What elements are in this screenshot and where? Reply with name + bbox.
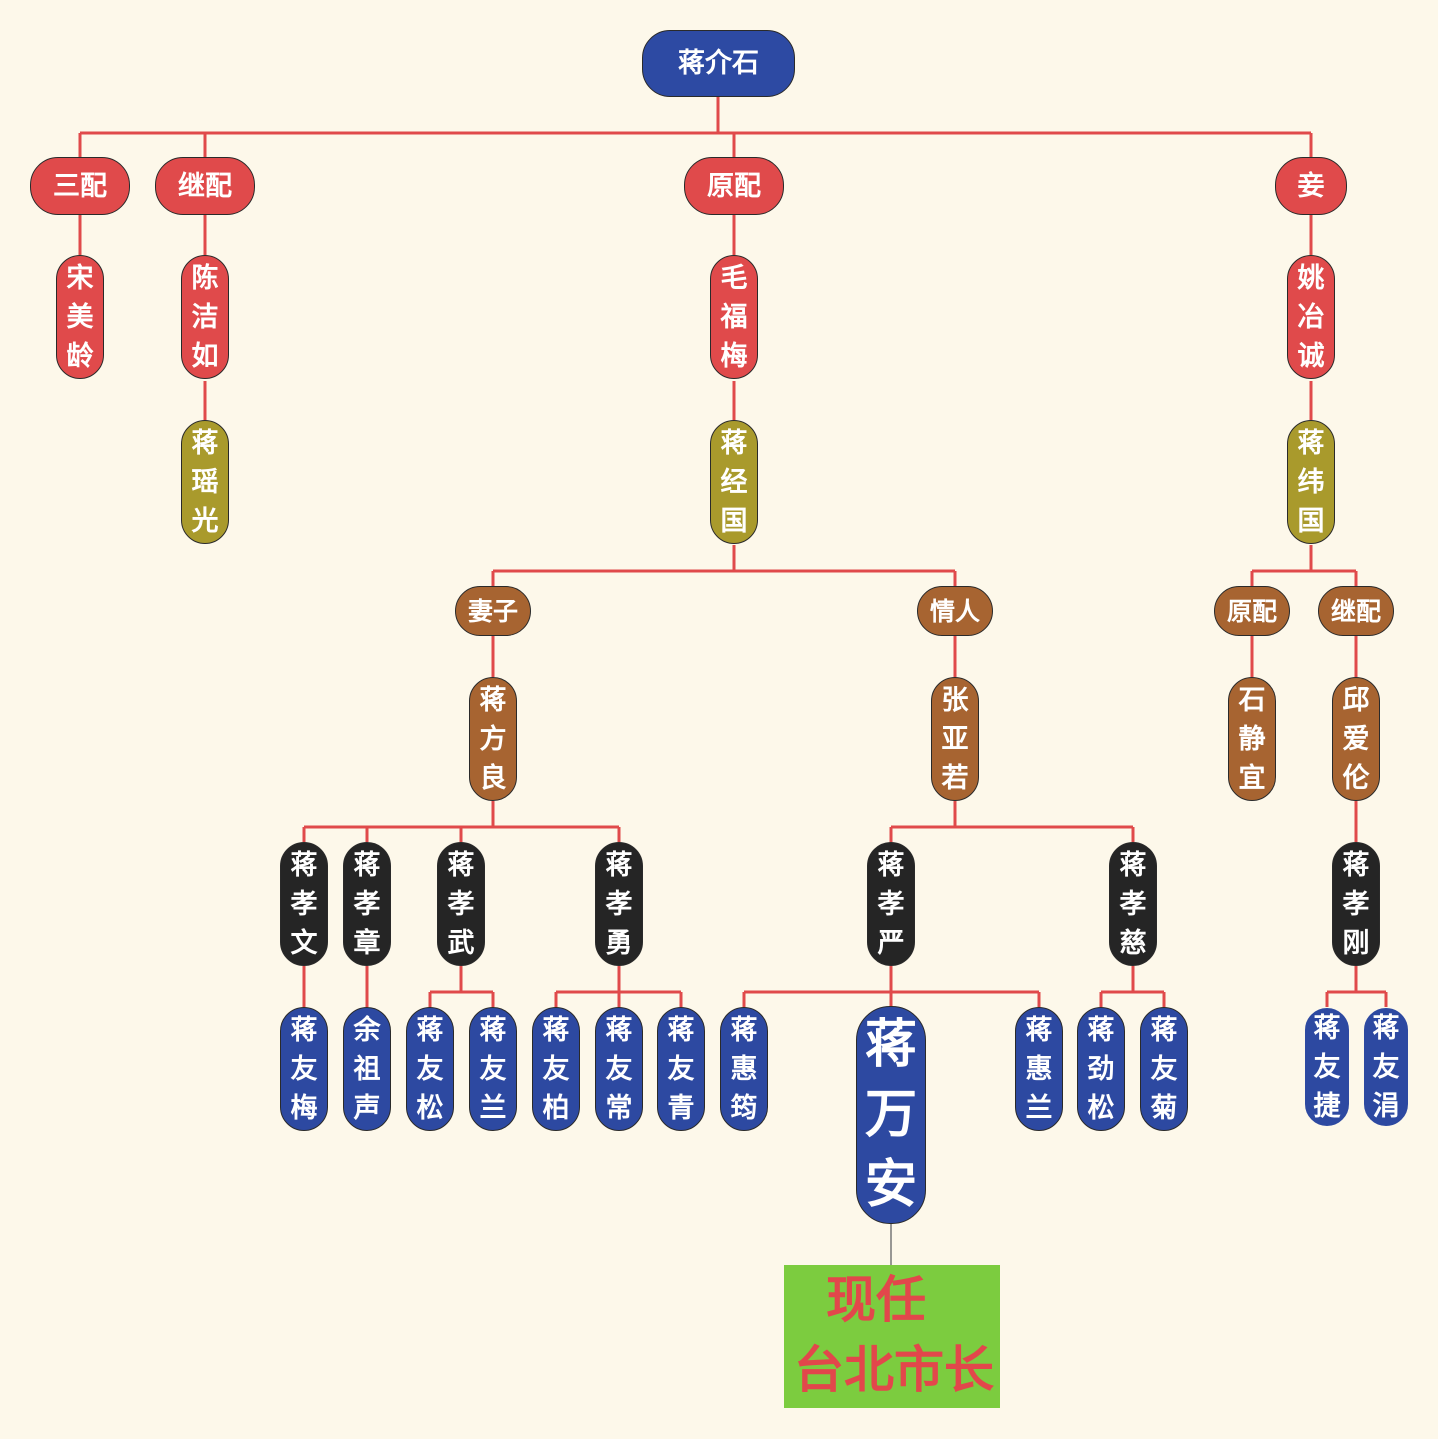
person-name: 蒋惠兰 [1025,1014,1053,1124]
person-name: 姚冶诚 [1297,262,1325,372]
spouse-label-third: 三配 [30,157,130,215]
highlighted-person-node: 蒋万安 [856,1006,926,1224]
person-node: 蒋友松 [406,1007,454,1131]
person-name: 蒋友松 [416,1014,444,1124]
person-node: 蒋孝文 [280,842,328,966]
person-node: 蒋纬国 [1287,420,1335,544]
person-name: 蒋惠筠 [730,1014,758,1124]
person-name: 蒋友菊 [1150,1014,1178,1124]
person-node: 蒋劲松 [1077,1007,1125,1131]
label-text: 原配 [707,170,761,202]
label-text: 继配 [1330,596,1381,626]
person-node: 蒋惠筠 [720,1007,768,1131]
person-node: 张亚若 [931,677,979,801]
person-name: 蒋友涓 [1372,1012,1400,1122]
spouse-label-first: 原配 [684,157,784,215]
person-name: 蒋劲松 [1087,1014,1115,1124]
person-name: 蒋瑶光 [191,427,219,537]
person-node: 毛福梅 [710,255,758,379]
person-name: 蒋孝武 [447,849,475,959]
person-name: 宋美龄 [66,262,94,372]
person-name: 蒋友柏 [542,1014,570,1124]
person-name: 毛福梅 [720,262,748,372]
root-node: 蒋介石 [642,30,795,97]
person-node: 邱爱伦 [1332,677,1380,801]
person-name: 蒋孝严 [877,849,905,959]
spouse-label-second: 继配 [155,157,255,215]
person-name: 蒋孝勇 [605,849,633,959]
person-node: 蒋孝武 [437,842,485,966]
person-node: 石静宜 [1228,677,1276,801]
person-node: 蒋孝刚 [1332,842,1380,966]
person-name: 蒋孝章 [353,849,381,959]
spouse-label-concubine: 妾 [1275,157,1347,215]
person-node: 蒋孝章 [343,842,391,966]
label-text: 原配 [1226,596,1277,626]
person-name: 蒋孝刚 [1342,849,1370,959]
person-name: 蒋友梅 [290,1014,318,1124]
label-text: 继配 [178,170,232,202]
label-text: 三配 [53,170,107,202]
person-name: 蒋方良 [479,684,507,794]
person-node: 蒋孝严 [867,842,915,966]
person-node: 宋美龄 [56,255,104,379]
person-node: 蒋孝慈 [1109,842,1157,966]
person-node: 蒋惠兰 [1015,1007,1063,1131]
person-node: 蒋友兰 [469,1007,517,1131]
person-node: 姚冶诚 [1287,255,1335,379]
relation-label-lover: 情人 [917,586,993,636]
person-name: 蒋友青 [667,1014,695,1124]
person-node: 蒋友菊 [1140,1007,1188,1131]
person-node: 蒋方良 [469,677,517,801]
root-name: 蒋介石 [678,48,759,79]
person-name: 石静宜 [1238,684,1266,794]
person-name: 蒋万安 [864,1015,917,1215]
label-text: 情人 [929,596,980,626]
person-node: 蒋瑶光 [181,420,229,544]
note-line-2: 台北市长 [794,1341,994,1399]
person-node: 蒋友常 [595,1007,643,1131]
person-node: 蒋孝勇 [595,842,643,966]
person-node: 蒋友捷 [1304,1007,1350,1127]
person-name: 余祖声 [353,1014,381,1124]
person-node: 陈洁如 [181,255,229,379]
person-node: 余祖声 [343,1007,391,1131]
annotation-note: 现任 台北市长 [784,1265,1000,1408]
person-name: 蒋友兰 [479,1014,507,1124]
person-name: 蒋友常 [605,1014,633,1124]
person-name: 陈洁如 [191,262,219,372]
person-node: 蒋友梅 [280,1007,328,1131]
relation-label-first-wife: 原配 [1214,586,1290,636]
person-node: 蒋友柏 [532,1007,580,1131]
person-node: 蒋经国 [710,420,758,544]
relation-label-wife: 妻子 [455,586,531,636]
person-node: 蒋友青 [657,1007,705,1131]
label-text: 妾 [1297,170,1325,202]
relation-label-second-wife: 继配 [1318,586,1394,636]
person-name: 蒋孝文 [290,849,318,959]
label-text: 妻子 [467,596,518,626]
person-node: 蒋友涓 [1363,1007,1409,1127]
person-name: 张亚若 [941,684,969,794]
person-name: 蒋孝慈 [1119,849,1147,959]
person-name: 蒋友捷 [1313,1012,1341,1122]
person-name: 蒋纬国 [1297,427,1325,537]
person-name: 邱爱伦 [1342,684,1370,794]
note-line-1: 现任 [826,1271,926,1329]
person-name: 蒋经国 [720,427,748,537]
